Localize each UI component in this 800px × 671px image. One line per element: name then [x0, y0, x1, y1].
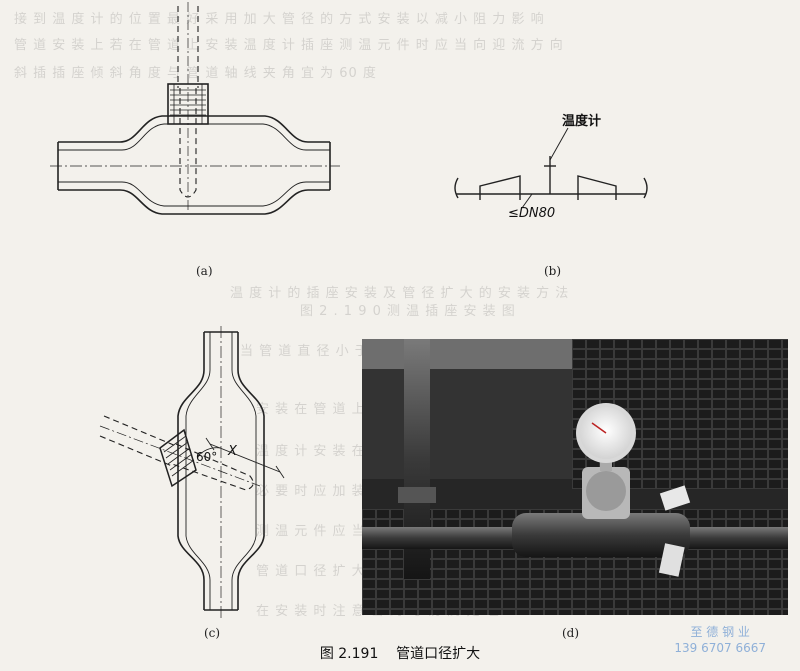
watermark-line1: 至 德 钢 业	[690, 625, 750, 639]
dn-prefix: ≤	[508, 206, 519, 221]
length-label: X	[228, 444, 237, 459]
watermark-line2: 139 6707 6667	[674, 641, 766, 655]
thermometer-label: 温度计	[562, 114, 602, 129]
figure-a-drawing	[50, 2, 340, 215]
angle-label: 60°	[196, 450, 218, 464]
figure-b-label: (b)	[544, 264, 562, 278]
caption-number: 图 2.191	[319, 646, 379, 662]
figure-d-label: (d)	[562, 626, 580, 640]
figure-d-photo	[362, 339, 788, 615]
dn-label: ≤DN80	[508, 206, 555, 221]
caption-title: 管道口径扩大	[396, 646, 481, 662]
ghost-line: 斜 插 插 座 倾 斜 角 度 与 管 道 轴 线 夹 角 宜 为 60 度	[14, 66, 377, 81]
dn-value: DN80	[518, 206, 556, 221]
ghost-line: 温 度 计 的 插 座 安 装 及 管 径 扩 大 的 安 装 方 法	[230, 286, 570, 301]
figure-caption: 图 2.191 管道口径扩大	[0, 643, 800, 663]
figure-b-drawing	[454, 127, 648, 209]
figure-a-label: (a)	[196, 264, 213, 278]
ghost-line: 图 2 . 1 9 0 测 温 插 座 安 装 图	[300, 304, 516, 319]
watermark: 至 德 钢 业 139 6707 6667	[674, 624, 766, 656]
ghost-line: 管 道 安 装 上 若 在 管 道 上 安 装 温 度 计 插 座 测 温 元 …	[14, 38, 564, 53]
photo-scene	[362, 339, 788, 615]
figure-c-drawing	[99, 326, 285, 618]
figure-c-label: (c)	[204, 626, 221, 640]
ghost-line: 接 到 温 度 计 的 位 置 最 好 采 用 加 大 管 径 的 方 式 安 …	[14, 12, 545, 27]
